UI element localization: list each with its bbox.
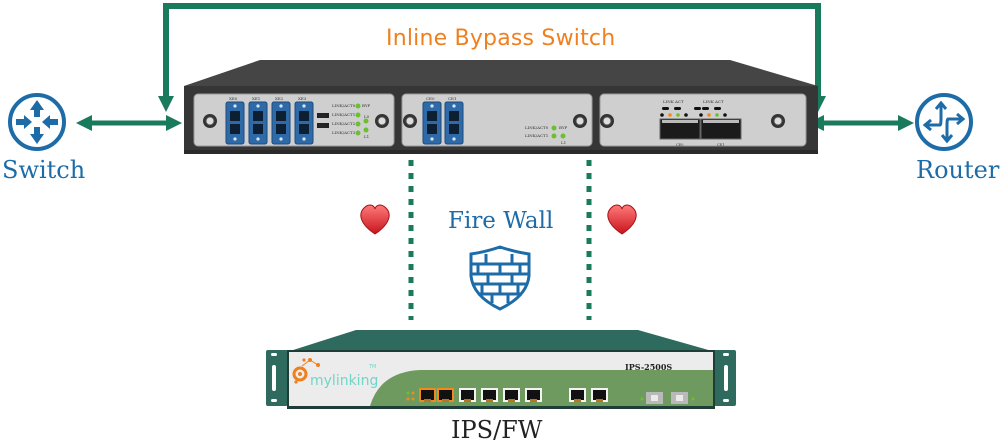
status-led	[707, 113, 711, 117]
switch-label: Switch	[2, 156, 86, 184]
arrow-down-left-icon	[158, 96, 174, 112]
rj45-socket	[593, 390, 606, 400]
rj45-socket	[571, 390, 584, 400]
rj45-socket	[483, 390, 496, 400]
ips-fw-device: mylinking TM IPS-2500S	[266, 330, 736, 409]
router-link	[808, 115, 914, 131]
status-label: BYP	[559, 125, 568, 130]
lc-port-socket	[449, 111, 459, 121]
mylinking-logo-icon	[292, 358, 320, 384]
status-led	[684, 113, 688, 117]
firewall-shield-icon	[469, 245, 531, 311]
status-led	[640, 397, 644, 401]
status-led	[723, 113, 727, 117]
status-led	[660, 113, 664, 117]
ips-trademark: TM	[368, 364, 376, 370]
port-label: XE0	[229, 96, 238, 101]
status-led	[411, 391, 415, 395]
lc-port-socket	[427, 124, 437, 134]
tx-rx-label: RX0	[318, 124, 325, 128]
heart-icon-right	[607, 204, 637, 235]
led-label: LINK/ACT0	[332, 103, 356, 108]
status-led	[355, 130, 361, 136]
diagram-title: Inline Bypass Switch	[386, 26, 616, 51]
led-label: ACT	[714, 99, 724, 104]
status-label: L1	[561, 140, 566, 145]
lc-port-socket	[449, 124, 459, 134]
status-led	[560, 133, 566, 139]
led-label: LINK/ACT2	[332, 121, 356, 126]
lc-port-socket	[253, 111, 263, 121]
tx-rx-label: TX0	[318, 114, 325, 118]
port-label: CE1	[448, 96, 457, 101]
router-label: Router	[916, 156, 1000, 184]
status-led	[355, 103, 361, 109]
lc-port-socket	[299, 124, 309, 134]
rj45-socket	[439, 390, 452, 400]
heart-icon-left	[360, 204, 390, 235]
lc-port-socket	[253, 124, 263, 134]
status-led	[355, 121, 361, 127]
status-led	[699, 113, 703, 117]
switch-icon	[8, 93, 66, 151]
status-label: BYP	[362, 103, 371, 108]
status-led	[406, 397, 410, 401]
qsfp-cage	[700, 118, 742, 140]
status-led	[363, 118, 369, 124]
ips-fw-label: IPS/FW	[451, 416, 543, 444]
ips-model-label: IPS-2500S	[625, 362, 672, 372]
status-led	[551, 125, 557, 131]
status-led	[411, 397, 415, 401]
led-label: LINK/ACT3	[332, 130, 356, 135]
status-label: L1	[364, 134, 369, 139]
transceiver-tag	[317, 113, 329, 118]
status-led	[363, 127, 369, 133]
router-icon	[915, 93, 973, 151]
port-label: CE0	[426, 96, 435, 101]
ips-brand-name: mylinking	[310, 373, 378, 389]
status-led	[676, 113, 680, 117]
led-label: LINK/ACT1	[332, 112, 355, 117]
led-label: ACT	[674, 99, 684, 104]
status-led	[406, 391, 410, 395]
port-label: XE3	[298, 96, 307, 101]
port-label: XE2	[275, 96, 284, 101]
status-led	[551, 133, 557, 139]
port-label: CE0	[676, 143, 683, 147]
lc-port-socket	[276, 124, 286, 134]
port-label: XE1	[252, 96, 260, 101]
led-label: LINK	[703, 99, 715, 104]
lc-port-socket	[230, 124, 240, 134]
led-label: LINK/ACT0	[525, 125, 549, 130]
rj45-socket	[505, 390, 518, 400]
status-led	[691, 397, 695, 401]
rj45-socket	[461, 390, 474, 400]
rj45-socket	[421, 390, 434, 400]
transceiver-tag	[317, 123, 329, 128]
led-label: LINK	[663, 99, 675, 104]
status-led	[355, 112, 361, 118]
rj45-socket	[527, 390, 540, 400]
lc-port-socket	[276, 111, 286, 121]
led-label: LINK/ACT1	[525, 133, 548, 138]
firewall-label: Fire Wall	[448, 208, 554, 234]
lc-port-socket	[299, 111, 309, 121]
switch-link	[76, 115, 182, 131]
lc-port-socket	[230, 111, 240, 121]
port-label: CE1	[717, 143, 724, 147]
status-led	[715, 113, 719, 117]
lc-port-socket	[427, 111, 437, 121]
status-led	[668, 113, 672, 117]
status-label: L0	[364, 114, 370, 119]
qsfp-cage	[659, 118, 701, 140]
